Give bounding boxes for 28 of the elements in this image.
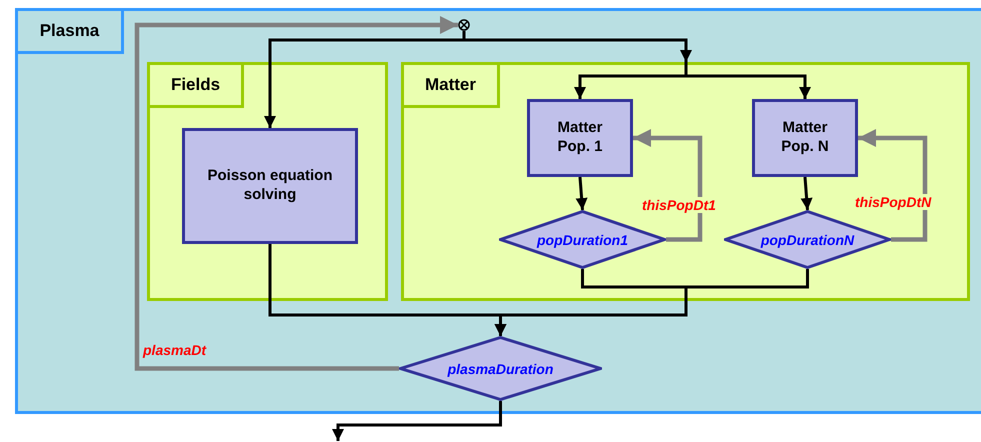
arrow [576,176,588,210]
process-box [182,128,358,244]
group-panel [15,8,981,414]
process-label: Poisson equation solving [206,167,334,205]
decision-label: popDurationN [760,232,854,248]
arrow [800,176,813,210]
process-box [527,99,633,177]
decision-diamond [399,336,602,401]
arrow [494,269,809,336]
process-label: Matter Pop. 1 [556,119,604,157]
panel-tab: Fields [150,65,244,108]
process-box [752,99,858,177]
arrow [332,401,502,441]
decision-label: plasmaDuration [448,360,554,376]
feedback-arrow [633,129,702,242]
junction-circle [458,19,470,31]
feedback-arrow [858,129,928,242]
edge-label: plasmaDt [141,342,208,358]
panel-tab: Plasma [18,11,124,54]
edge-label: thisPopDt1 [640,197,718,213]
decision-diamond [724,210,891,269]
edge-label: thisPopDtN [853,194,934,210]
group-panel [401,62,970,301]
panel-tab: Matter [404,65,500,108]
process-label: Matter Pop. N [780,119,830,157]
group-panel [147,62,388,301]
decision-label: popDuration1 [537,232,628,248]
feedback-arrow [134,16,458,371]
